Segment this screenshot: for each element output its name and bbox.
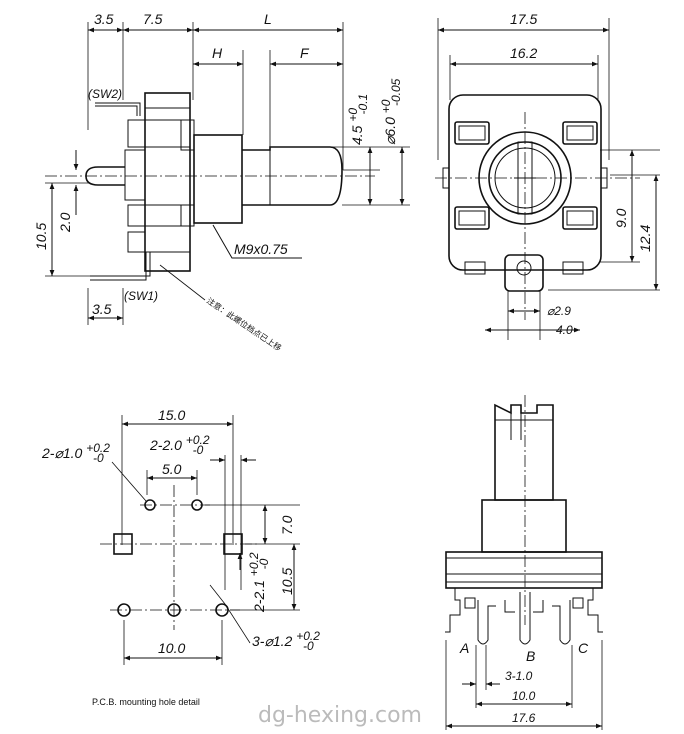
dim-7-5-top: 7.5 xyxy=(143,11,163,27)
pin-a-label: A xyxy=(459,640,469,656)
dim-4-0: 4.0 xyxy=(556,323,573,337)
dim-2-1-tol: +0.2 xyxy=(247,552,261,576)
dim-holes-1-tol-lower: -0 xyxy=(93,451,104,465)
watermark: dg-hexing.com xyxy=(258,703,422,728)
dim-holes-1-tol: +0.2 xyxy=(86,441,110,455)
dim-7-0: 7.0 xyxy=(279,515,295,535)
dim-slots-value: 2-2.0 xyxy=(149,437,182,453)
dim-2-1-value: 2-2.1 xyxy=(251,580,267,613)
dim-4-5-value: 4.5 xyxy=(349,125,365,145)
sw1-label: (SW1) xyxy=(124,289,158,303)
dim-10-0-bottom: 10.0 xyxy=(512,689,536,703)
dim-holes-3: 3-⌀1.2 +0.2 -0 xyxy=(252,627,324,653)
dim-holes-1: 2-⌀1.0 +0.2 -0 xyxy=(41,439,114,465)
dim-3-5-bottom: 3.5 xyxy=(92,301,112,317)
dim-L: L xyxy=(264,11,272,27)
dim-holes-3-tol: +0.2 xyxy=(296,629,320,643)
dim-9-0: 9.0 xyxy=(613,208,629,228)
dim-10-0-pcb: 10.0 xyxy=(158,640,185,656)
dim-holes-1-value: 2-⌀1.0 xyxy=(41,445,83,461)
dim-6-0-tol-lower: -0.05 xyxy=(389,78,403,106)
dim-12-4: 12.4 xyxy=(637,225,653,252)
sw2-label: (SW2) xyxy=(88,87,122,101)
dim-4-5-tol-lower: -0.1 xyxy=(356,94,370,115)
dim-4-5: 4.5 +0 -0.1 xyxy=(344,94,370,145)
dim-F: F xyxy=(300,45,310,61)
dim-H: H xyxy=(212,45,223,61)
dim-3-1-0: 3-1.0 xyxy=(505,669,533,683)
dim-slots-tol: +0.2 xyxy=(186,433,210,447)
pin-b-label: B xyxy=(526,648,535,664)
dim-17-6: 17.6 xyxy=(512,711,536,725)
pcb-detail: 15.0 2-⌀1.0 +0.2 -0 2-2.0 +0.2 -0 5.0 xyxy=(41,407,324,707)
pcb-caption: P.C.B. mounting hole detail xyxy=(92,697,200,707)
dim-10-5-left: 10.5 xyxy=(33,223,49,250)
dim-slots-tol-lower: -0 xyxy=(193,443,204,457)
dim-holes-3-value: 3-⌀1.2 xyxy=(252,633,293,649)
dim-6-0-tol: +0 xyxy=(379,99,393,113)
pin-c-label: C xyxy=(578,640,589,656)
thread-label: M9x0.75 xyxy=(234,241,288,257)
dim-2-1: 2-2.1 +0.2 -0 xyxy=(245,549,271,613)
dim-10-5-pcb: 10.5 xyxy=(279,568,295,595)
note-chinese: 注意：此螺位档点已上移 xyxy=(205,295,284,352)
dim-2-1-tol-lower: -0 xyxy=(257,558,271,569)
dim-2-0-left: 2.0 xyxy=(57,212,73,233)
dim-6-0-value: ⌀6.0 xyxy=(382,117,398,145)
dim-3-5-top: 3.5 xyxy=(94,11,114,27)
front-view: 17.5 16.2 9.0 1 xyxy=(435,11,660,340)
dim-2-9: ⌀2.9 xyxy=(547,304,571,318)
dim-15-0: 15.0 xyxy=(158,407,185,423)
dim-16-2: 16.2 xyxy=(510,45,537,61)
side-view: 3.5 7.5 L H F (SW2) xyxy=(33,11,410,353)
dim-6-0: ⌀6.0 +0 -0.05 xyxy=(377,78,403,145)
dim-slots: 2-2.0 +0.2 -0 xyxy=(149,431,213,457)
dim-5-0: 5.0 xyxy=(162,461,182,477)
dim-4-5-tol: +0 xyxy=(346,108,360,122)
dim-17-5: 17.5 xyxy=(510,11,537,27)
dim-holes-3-tol-lower: -0 xyxy=(303,639,314,653)
bottom-view: A B C 3-1.0 10.0 17.6 xyxy=(445,395,603,730)
